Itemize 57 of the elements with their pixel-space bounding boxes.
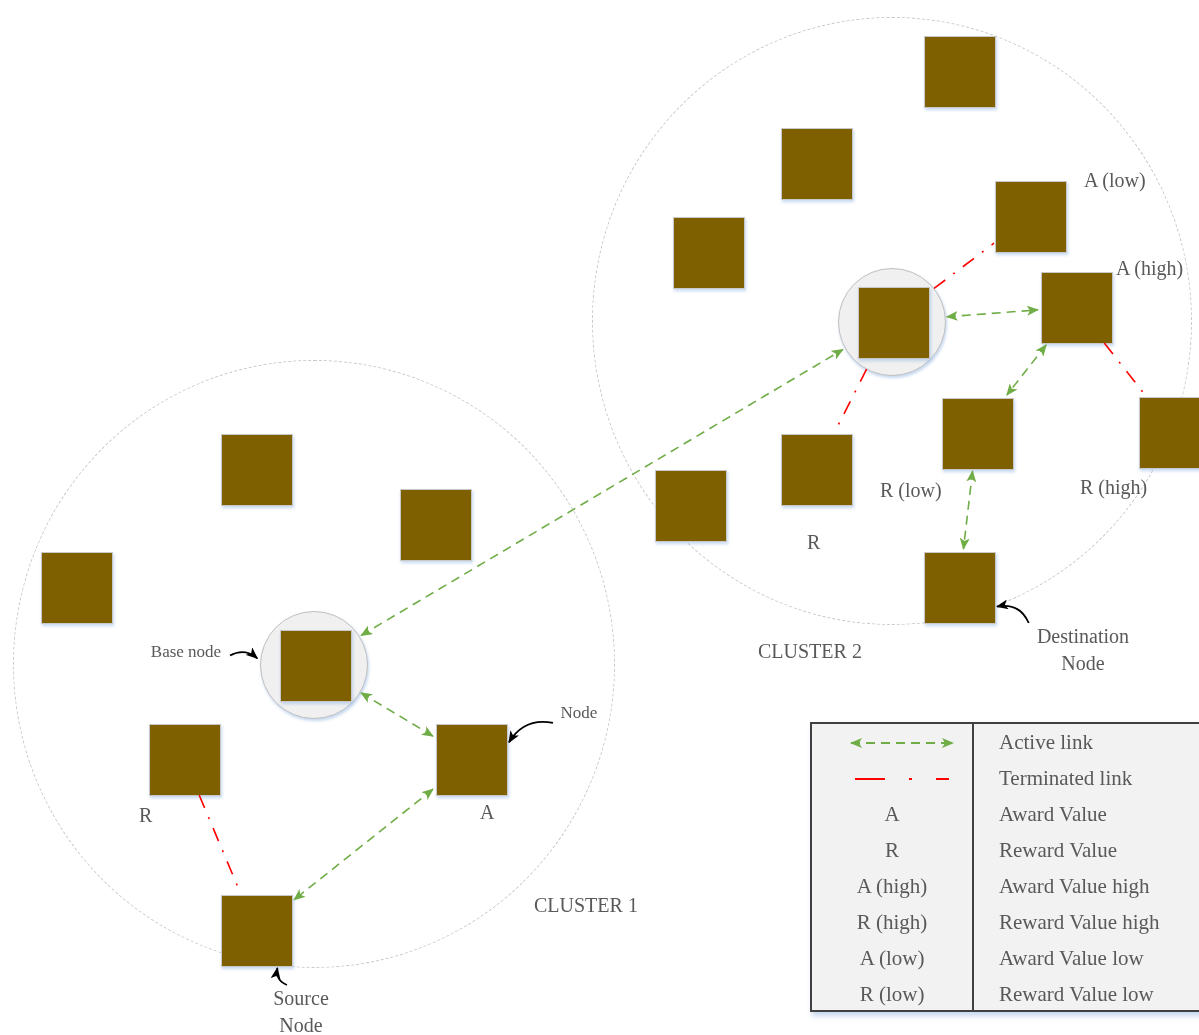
node-square — [221, 895, 293, 967]
node-square — [221, 434, 293, 506]
value-label: A — [480, 800, 495, 824]
symbol-cell-text: R — [884, 838, 900, 862]
description-cell: Award Value high — [999, 874, 1150, 898]
node-square — [995, 181, 1067, 253]
cluster-label: CLUSTER 2 — [758, 639, 862, 663]
node-square — [673, 217, 745, 289]
annotation-text: Node — [554, 701, 604, 725]
symbol-cell-text: R (high) — [855, 910, 929, 934]
annotation-text: Source Node — [255, 985, 347, 1035]
base-node-circle — [838, 268, 946, 376]
value-label: R — [807, 530, 821, 554]
active-link-arrow — [959, 470, 977, 550]
leader-arrow — [229, 647, 259, 660]
description-cell: Award Value low — [999, 946, 1144, 970]
active-link-arrow — [360, 692, 434, 737]
symbol-cell-text: A (high) — [855, 874, 929, 898]
symbol-cell-text: R (low) — [858, 982, 926, 1006]
value-label: A (high) — [1116, 256, 1184, 280]
node-square — [858, 287, 930, 359]
node-square — [924, 36, 996, 108]
active-link-arrow — [945, 305, 1039, 321]
leader-arrow — [271, 967, 288, 986]
leader-arrow — [996, 599, 1030, 624]
node-square — [781, 128, 853, 200]
node-square — [942, 398, 1014, 470]
description-cell: Reward Value high — [999, 910, 1160, 934]
description-cell: Award Value — [999, 802, 1107, 826]
symbol-cell-text: A — [883, 802, 901, 826]
active-link-arrow — [360, 348, 844, 637]
annotation-text: Base node — [141, 640, 231, 664]
node-square — [781, 434, 853, 506]
active-link-arrow — [293, 788, 434, 901]
node-square — [1139, 397, 1199, 469]
node-square — [924, 552, 996, 624]
description-cell: Reward Value low — [999, 982, 1154, 1006]
value-label: R (high) — [1080, 475, 1148, 499]
annotation-text: Destination Node — [1018, 623, 1148, 679]
symbol-cell-text: A (low) — [858, 946, 926, 970]
node-square — [280, 630, 352, 702]
node-square — [149, 724, 221, 796]
node-square — [1041, 272, 1113, 344]
legend-text: Active link — [999, 730, 1093, 754]
value-label: R — [139, 803, 153, 827]
leader-arrow — [508, 721, 554, 744]
legend-text: Terminated link — [999, 766, 1133, 790]
node-square — [436, 724, 508, 796]
terminated-link-line — [933, 242, 995, 290]
active-link-arrow — [1006, 344, 1047, 396]
cluster-label: CLUSTER 1 — [534, 893, 638, 917]
description-cell: Reward Value — [999, 838, 1117, 862]
node-square — [400, 489, 472, 561]
node-square — [41, 552, 113, 624]
value-label: A (low) — [1084, 168, 1146, 192]
node-square — [655, 470, 727, 542]
value-label: R (low) — [880, 478, 942, 502]
